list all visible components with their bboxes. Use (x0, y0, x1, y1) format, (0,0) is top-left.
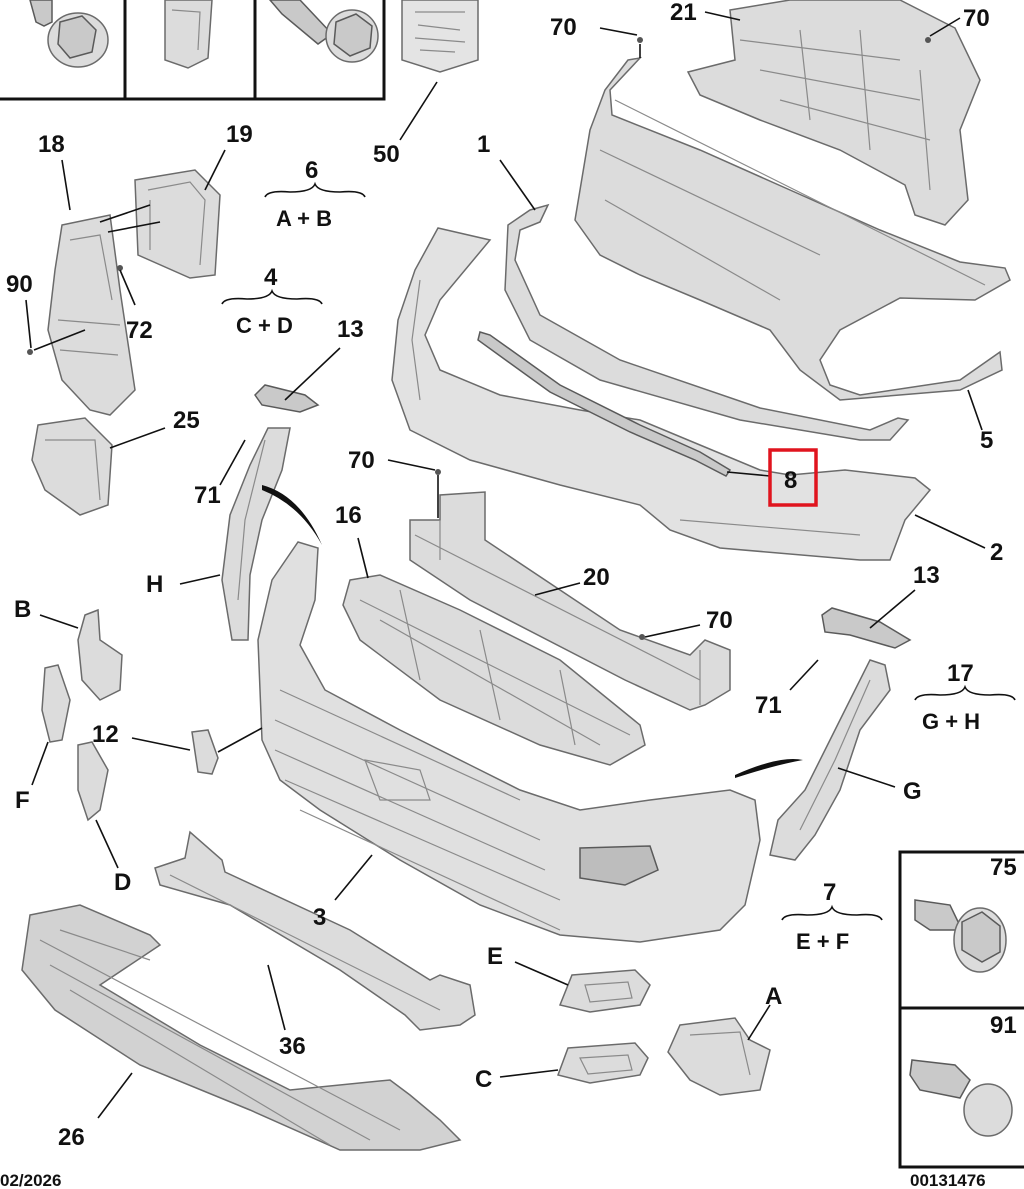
callout-72: 72 (126, 317, 153, 344)
right-fastener-inset (898, 850, 1024, 1169)
group-labels: 6 A + B 4 C + D 17 G + H 7 E + F (236, 157, 980, 954)
top-left-inset-boxes (0, 0, 386, 101)
group-4-combo: C + D (236, 313, 293, 338)
part-36-lower-beam (154, 830, 476, 1031)
callout-f: F (15, 787, 30, 814)
callout-70-top-left: 70 (550, 14, 577, 41)
group-7-number: 7 (823, 879, 836, 906)
callout-d: D (114, 869, 131, 896)
callout-70-beam-left: 70 (348, 447, 375, 474)
group-6-combo: A + B (276, 206, 332, 231)
callout-50: 50 (373, 141, 400, 168)
callout-12: 12 (92, 721, 119, 748)
part-21-upper-support (686, 0, 981, 226)
callout-13-left: 13 (337, 316, 364, 343)
callout-a: A (765, 983, 782, 1010)
group-7-combo: E + F (796, 929, 849, 954)
group-6-number: 6 (305, 157, 318, 184)
callout-3: 3 (313, 904, 326, 931)
part-20-reinforcement-beam (387, 459, 731, 711)
callout-19: 19 (226, 121, 253, 148)
callout-71-right: 71 (755, 692, 782, 719)
part-50-fastener-kit (399, 0, 479, 141)
upper-callout-leads (499, 11, 986, 549)
footer: 02/2026 00131476 (0, 1171, 986, 1189)
part-8-trim-strip (477, 331, 818, 507)
part-5-upper-trim (504, 203, 910, 441)
callout-75: 75 (990, 854, 1017, 881)
callout-c: C (475, 1066, 492, 1093)
callout-8: 8 (784, 467, 797, 494)
callout-20: 20 (583, 564, 610, 591)
part-25-side-bracket (31, 417, 166, 516)
part-2-upper-bumper-cover (391, 227, 932, 561)
callout-21: 21 (670, 0, 697, 26)
part-g-right-guide (735, 589, 916, 861)
group-17-number: 17 (947, 660, 974, 687)
callout-13-right: 13 (913, 562, 940, 589)
group-17-combo: G + H (922, 709, 980, 734)
callout-2: 2 (990, 539, 1003, 566)
callout-71-left: 71 (194, 482, 221, 509)
callout-b: B (14, 596, 31, 623)
part-8-highlight-box (768, 448, 818, 507)
callout-25: 25 (173, 407, 200, 434)
part-3-main-bumper (257, 541, 761, 943)
footer-date: 02/2026 (0, 1171, 61, 1189)
part-e-c-a-bezels (499, 961, 771, 1096)
callout-1: 1 (477, 131, 490, 158)
callout-70-beam-right: 70 (706, 607, 733, 634)
part-1-grille-carrier (574, 56, 1011, 401)
callout-70-top-right: 70 (963, 5, 990, 32)
part-16-absorber (342, 537, 646, 766)
part-b-f-d-12-clips (31, 608, 263, 869)
callout-26: 26 (58, 1124, 85, 1151)
callout-90: 90 (6, 271, 33, 298)
callout-labels: 70 21 70 50 1 18 19 90 72 25 13 71 H 70 … (6, 0, 1017, 1151)
callout-36: 36 (279, 1033, 306, 1060)
callout-h: H (146, 571, 163, 598)
callout-e: E (487, 943, 503, 970)
part-26-underbody-shield (21, 904, 462, 1151)
group-braces (221, 181, 1016, 921)
callout-16: 16 (335, 502, 362, 529)
callout-g: G (903, 778, 922, 805)
footer-reference: 00131476 (910, 1171, 986, 1189)
callout-5: 5 (980, 427, 993, 454)
part-18-19-bracket-assembly (25, 149, 226, 416)
part-h-left-guide (179, 347, 341, 641)
callout-18: 18 (38, 131, 65, 158)
callout-91: 91 (990, 1012, 1017, 1039)
group-4-number: 4 (264, 264, 278, 291)
